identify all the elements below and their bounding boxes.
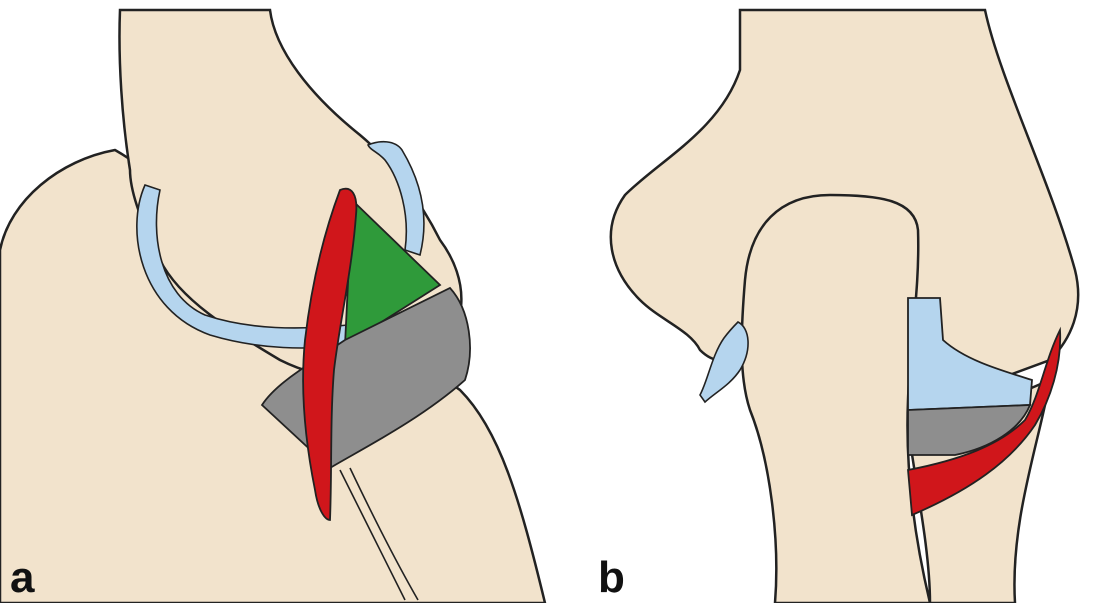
panel-b-label: b bbox=[598, 553, 625, 602]
panel-b: b bbox=[598, 10, 1078, 603]
panel-b-lower-bone bbox=[742, 195, 930, 603]
panel-a: a bbox=[0, 10, 545, 603]
panel-a-label: a bbox=[10, 553, 35, 602]
